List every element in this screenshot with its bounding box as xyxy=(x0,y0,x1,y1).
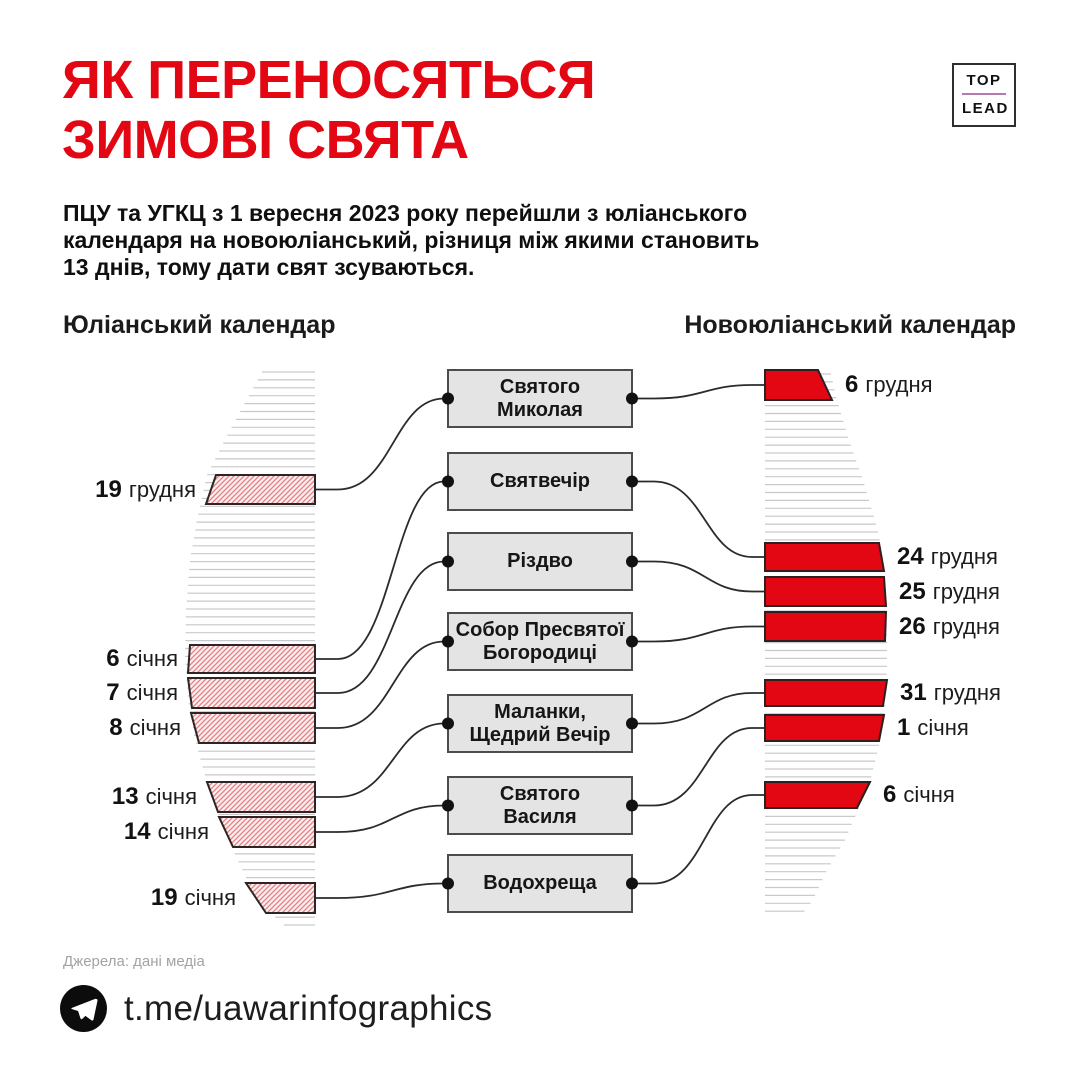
holiday-box xyxy=(447,532,633,591)
logo-divider xyxy=(962,93,1006,95)
julian-date-shape xyxy=(205,781,316,813)
connector-dots xyxy=(442,392,638,890)
logo-lead-text: LEAD xyxy=(962,100,1009,117)
top-lead-logo: TOP LEAD xyxy=(952,63,1016,127)
julian-date-shape xyxy=(186,677,316,709)
julian-date-shape xyxy=(217,816,316,848)
connector-curves xyxy=(316,384,766,899)
subtitle-line1: ПЦУ та УГКЦ з 1 вересня 2023 року перейш… xyxy=(63,200,748,226)
holiday-box xyxy=(447,776,633,835)
subtitle: ПЦУ та УГКЦ з 1 вересня 2023 року перейш… xyxy=(63,200,759,281)
julian-shapes xyxy=(186,474,316,914)
telegram-icon xyxy=(60,985,107,1032)
holiday-box xyxy=(447,369,633,428)
logo-top-text: TOP xyxy=(966,72,1002,89)
julian-date-shape xyxy=(189,712,316,744)
page-title-line1: ЯК ПЕРЕНОСЯТЬСЯ xyxy=(62,50,596,110)
subtitle-line2: календаря на новоюліанський, різниця між… xyxy=(63,227,760,253)
page-title-line2: ЗИМОВІ СВЯТА xyxy=(62,110,469,170)
new-julian-date-shape xyxy=(764,679,889,707)
holiday-box xyxy=(447,612,633,671)
new-julian-calendar-header: Новоюліанський календар xyxy=(684,311,1016,339)
telegram-handle-text: t.me/uawarinfographics xyxy=(124,988,493,1028)
new-julian-page-stack xyxy=(765,373,887,912)
new-julian-date-shape xyxy=(764,611,888,642)
new-julian-date-shape xyxy=(764,781,872,809)
source-note: Джерела: дані медіа xyxy=(63,953,205,970)
subtitle-line3: 13 днів, тому дати свят зсуваються. xyxy=(63,254,475,280)
holiday-boxes xyxy=(447,369,633,913)
holiday-box xyxy=(447,694,633,753)
holiday-box xyxy=(447,452,633,511)
new-julian-shapes xyxy=(764,369,889,809)
new-julian-date-shape xyxy=(764,369,834,401)
julian-date-shape xyxy=(244,882,316,914)
julian-calendar-header: Юліанський календар xyxy=(63,311,336,339)
new-julian-date-shape xyxy=(764,542,886,572)
new-julian-date-shape xyxy=(764,576,888,607)
page-title: ЯК ПЕРЕНОСЯТЬСЯ ЗИМОВІ СВЯТА xyxy=(62,50,596,170)
julian-date-shape xyxy=(204,474,316,505)
julian-date-shape xyxy=(186,644,316,674)
telegram-link[interactable]: t.me/uawarinfographics xyxy=(60,985,492,1032)
holiday-box xyxy=(447,854,633,913)
new-julian-date-shape xyxy=(764,714,886,742)
